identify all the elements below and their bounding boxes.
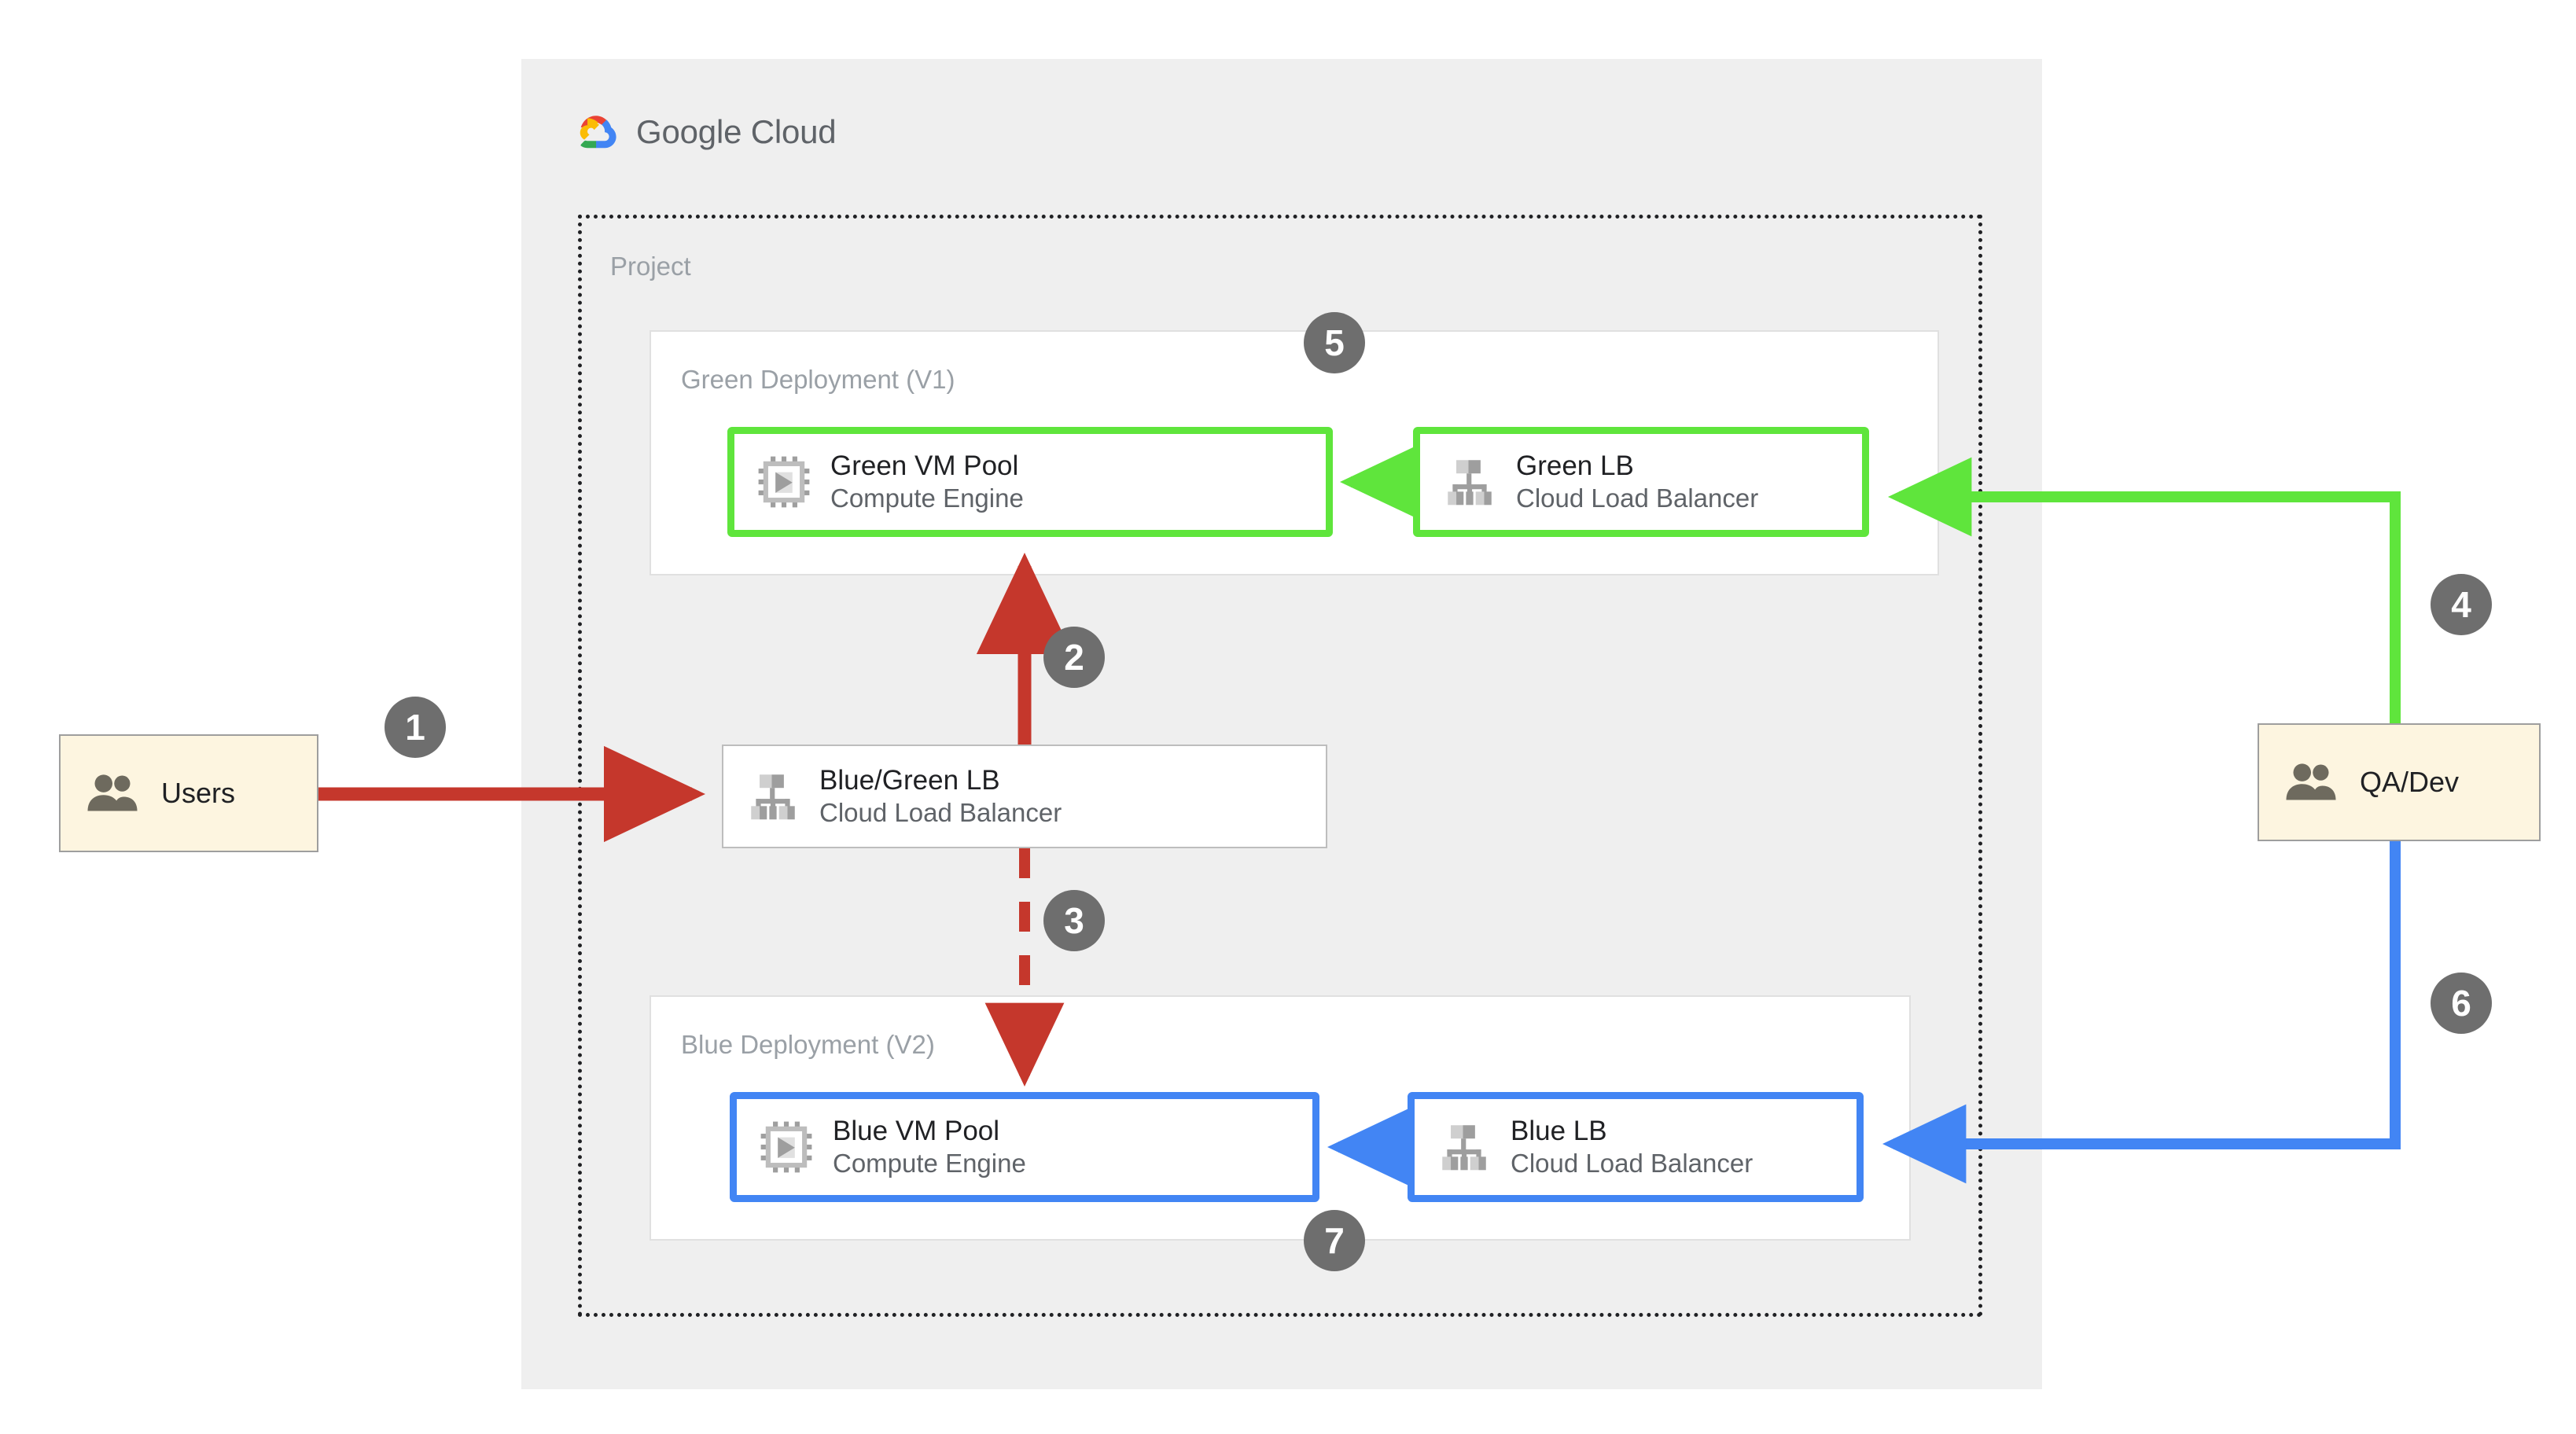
green-deployment-label: Green Deployment (V1): [681, 365, 955, 394]
compute-engine-icon: [758, 456, 810, 508]
step-badge-7: 7: [1304, 1210, 1365, 1271]
load-balancer-icon: [1448, 460, 1492, 506]
node-title: Blue VM Pool: [833, 1115, 1000, 1146]
node-subtitle: Cloud Load Balancer: [1516, 484, 1759, 513]
actor-label: QA/Dev: [2360, 766, 2460, 798]
step-badge-4: 4: [2431, 574, 2492, 635]
node-subtitle: Compute Engine: [833, 1149, 1026, 1178]
node-subtitle: Cloud Load Balancer: [819, 798, 1062, 828]
node-title: Blue/Green LB: [819, 764, 1000, 796]
users-group-icon: [87, 774, 138, 811]
node-subtitle: Compute Engine: [830, 484, 1024, 513]
actor-qa-dev[interactable]: QA/Dev: [2258, 723, 2541, 841]
compute-engine-icon: [760, 1121, 812, 1173]
node-text: Blue LB Cloud Load Balancer: [1511, 1115, 1753, 1180]
node-blue-lb[interactable]: Blue LB Cloud Load Balancer: [1408, 1092, 1864, 1202]
google-cloud-logo: Google Cloud: [578, 110, 837, 154]
node-title: Green VM Pool: [830, 450, 1019, 481]
node-text: Green LB Cloud Load Balancer: [1516, 450, 1758, 515]
load-balancer-icon: [1442, 1125, 1486, 1171]
node-green-vm-pool[interactable]: Green VM Pool Compute Engine: [727, 427, 1333, 537]
node-title: Blue LB: [1511, 1115, 1607, 1146]
users-group-icon: [2286, 763, 2336, 800]
step-badge-5: 5: [1304, 312, 1365, 373]
logo-word-cloud: Cloud: [742, 113, 837, 150]
step-badge-1: 1: [385, 697, 446, 758]
node-text: Blue/Green LB Cloud Load Balancer: [819, 764, 1062, 829]
node-title: Green LB: [1516, 450, 1634, 481]
node-subtitle: Cloud Load Balancer: [1511, 1149, 1754, 1178]
node-blue-vm-pool[interactable]: Blue VM Pool Compute Engine: [730, 1092, 1319, 1202]
node-bluegreen-lb[interactable]: Blue/Green LB Cloud Load Balancer: [722, 745, 1327, 848]
logo-word-google: Google: [636, 113, 742, 150]
node-text: Green VM Pool Compute Engine: [830, 450, 1024, 515]
actor-label: Users: [161, 777, 236, 809]
project-boundary: [578, 215, 1982, 1317]
step-badge-6: 6: [2431, 973, 2492, 1034]
blue-deployment-label: Blue Deployment (V2): [681, 1030, 935, 1059]
node-text: Blue VM Pool Compute Engine: [833, 1115, 1026, 1180]
google-cloud-logo-icon: [580, 116, 616, 149]
google-cloud-wordmark: Google Cloud: [636, 113, 837, 151]
actor-users[interactable]: Users: [59, 734, 318, 852]
load-balancer-icon: [751, 774, 795, 820]
node-green-lb[interactable]: Green LB Cloud Load Balancer: [1413, 427, 1869, 537]
project-label: Project: [610, 252, 691, 281]
step-badge-2: 2: [1043, 627, 1105, 688]
step-badge-3: 3: [1043, 890, 1105, 951]
